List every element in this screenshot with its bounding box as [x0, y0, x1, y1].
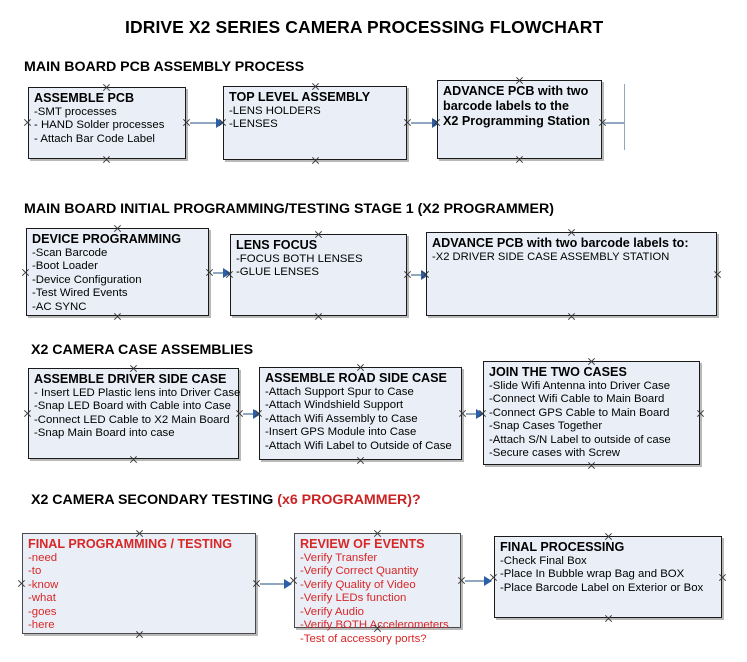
box-title: LENS FOCUS: [236, 238, 318, 252]
arrow-connector: [466, 413, 479, 415]
arrow-head-icon: [216, 118, 224, 128]
arrow-head-icon: [284, 579, 292, 589]
box-title: FINAL PROCESSING: [500, 540, 625, 554]
box-title: ASSEMBLE PCB: [34, 91, 135, 105]
box-line-overflow: -Test of accessory ports?: [300, 633, 427, 646]
box-line: X2 Programming Station: [443, 114, 590, 128]
section-heading-4-text: X2 CAMERA SECONDARY TESTING: [31, 492, 278, 508]
box-line: -need: [28, 551, 58, 564]
box-line: -Snap LED Board with Cable into Case: [34, 400, 231, 413]
box-line: -Verify Quality of Video: [300, 578, 416, 591]
arrow-connector: [260, 583, 287, 585]
box-line: -Attach Wifi Assembly to Case: [265, 412, 418, 425]
box-line: -Place Barcode Label on Exterior or Box: [500, 581, 704, 594]
box-line: -Attach Windshield Support: [265, 399, 404, 412]
process-box-assemble-driver-side-case[interactable]: ASSEMBLE DRIVER SIDE CASE - Insert LED P…: [28, 368, 241, 459]
box-line: -X2 DRIVER SIDE CASE ASSEMBLY STATION: [432, 250, 670, 263]
box-line: -GLUE LENSES: [236, 266, 319, 279]
box-line: -Verify Transfer: [300, 551, 378, 564]
process-box-assemble-road-side-case[interactable]: ASSEMBLE ROAD SIDE CASE -Attach Support …: [259, 367, 462, 460]
process-box-device-programming[interactable]: DEVICE PROGRAMMING -Scan Barcode -Boot L…: [26, 228, 209, 316]
box-line: -Snap Main Board into case: [34, 427, 175, 440]
arrow-connector: [243, 413, 256, 415]
section-heading-4-red-text: (x6 PROGRAMMER)?: [277, 492, 421, 508]
box-line: - Insert LED Plastic lens into Driver Ca…: [34, 386, 241, 399]
box-title: REVIEW OF EVENTS: [300, 537, 425, 551]
arrow-connector: [213, 272, 226, 274]
box-line: -Slide Wifi Antenna into Driver Case: [489, 379, 671, 392]
box-line: -SMT processes: [34, 105, 117, 118]
arrow-head-icon: [223, 268, 231, 278]
arrow-connector: [465, 580, 487, 582]
process-box-advance-pcb-case-assembly[interactable]: ADVANCE PCB with two barcode labels to: …: [426, 232, 717, 316]
box-line: -Verify Audio: [300, 605, 364, 618]
process-box-join-the-two-cases[interactable]: JOIN THE TWO CASES -Slide Wifi Antenna i…: [483, 361, 700, 465]
section-end-tick: [624, 84, 626, 150]
box-line: -Attach S/N Label to outside of case: [489, 433, 671, 446]
box-line: -Place In Bubble wrap Bag and BOX: [500, 568, 685, 581]
box-title: ASSEMBLE ROAD SIDE CASE: [265, 371, 447, 385]
box-line: -to: [28, 565, 42, 578]
section-heading-2-text: MAIN BOARD INITIAL PROGRAMMING/TESTING S…: [24, 201, 554, 217]
box-line: -Verify BOTH Accelerometers: [300, 619, 449, 632]
process-box-lens-focus[interactable]: LENS FOCUS -FOCUS BOTH LENSES -GLUE LENS…: [230, 234, 407, 316]
box-title: JOIN THE TWO CASES: [489, 365, 627, 379]
box-line: -here: [28, 619, 55, 632]
box-line: - Attach Bar Code Label: [34, 132, 155, 145]
arrow-connector: [411, 274, 424, 276]
arrow-connector: [604, 122, 625, 124]
box-line: -Test Wired Events: [32, 287, 128, 300]
section-heading-4: X2 CAMERA SECONDARY TESTING (x6 PROGRAMM…: [31, 492, 421, 508]
box-line: -Connect GPS Cable to Main Board: [489, 406, 670, 419]
section-heading-2: MAIN BOARD INITIAL PROGRAMMING/TESTING S…: [24, 201, 554, 217]
process-box-assemble-pcb[interactable]: ASSEMBLE PCB -SMT processes - HAND Solde…: [28, 87, 186, 159]
box-line: -what: [28, 592, 56, 605]
box-line: -Scan Barcode: [32, 246, 108, 259]
box-line: -AC SYNC: [32, 300, 87, 313]
box-line: -Attach Support Spur to Case: [265, 385, 414, 398]
section-heading-1: MAIN BOARD PCB ASSEMBLY PROCESS: [24, 59, 304, 75]
arrow-head-icon: [476, 409, 484, 419]
box-line: -Device Configuration: [32, 273, 142, 286]
box-line: -Connect LED Cable to X2 Main Board: [34, 413, 230, 426]
arrow-connector: [411, 122, 435, 124]
box-title: ADVANCE PCB with two barcode labels to:: [432, 236, 689, 250]
box-line: barcode labels to the: [443, 98, 569, 113]
box-line: -know: [28, 578, 59, 591]
box-line: -Snap Cases Together: [489, 420, 603, 433]
section-heading-3-text: X2 CAMERA CASE ASSEMBLIES: [31, 342, 254, 358]
process-box-review-of-events[interactable]: REVIEW OF EVENTS -Verify Transfer -Verif…: [294, 533, 461, 645]
box-line: -Check Final Box: [500, 554, 587, 567]
box-line: -goes: [28, 605, 57, 618]
box-line: -Verify LEDs function: [300, 592, 407, 605]
box-title: ADVANCE PCB with two: [443, 84, 589, 98]
arrow-head-icon: [421, 270, 429, 280]
box-title: ASSEMBLE DRIVER SIDE CASE: [34, 372, 227, 386]
section-heading-1-text: MAIN BOARD PCB ASSEMBLY PROCESS: [24, 59, 305, 75]
box-line: - HAND Solder processes: [34, 119, 165, 132]
box-title: TOP LEVEL ASSEMBLY: [229, 90, 371, 104]
box-line: -Verify Correct Quantity: [300, 565, 419, 578]
box-line: -Insert GPS Module into Case: [265, 426, 417, 439]
box-line: -Connect Wifi Cable to Main Board: [489, 393, 665, 406]
box-line: -Secure cases with Screw: [489, 447, 621, 460]
process-box-final-programming-testing[interactable]: FINAL PROGRAMMING / TESTING -need -to -k…: [22, 533, 256, 634]
section-heading-3: X2 CAMERA CASE ASSEMBLIES: [31, 342, 253, 358]
box-title: FINAL PROGRAMMING / TESTING: [28, 537, 233, 551]
box-line: -Attach Wifi Label to Outside of Case: [265, 439, 452, 452]
process-box-top-level-assembly[interactable]: TOP LEVEL ASSEMBLY -LENS HOLDERS -LENSES: [223, 86, 407, 160]
page-title: IDRIVE X2 SERIES CAMERA PROCESSING FLOWC…: [125, 17, 604, 37]
arrow-head-icon: [432, 118, 440, 128]
box-line: -Boot Loader: [32, 260, 98, 273]
box-title: DEVICE PROGRAMMING: [32, 232, 182, 246]
arrow-connector: [190, 122, 218, 124]
box-line: -LENSES: [229, 118, 278, 131]
arrow-head-icon: [484, 576, 492, 586]
box-line: -LENS HOLDERS: [229, 104, 321, 117]
process-box-advance-pcb-programming-station[interactable]: ADVANCE PCB with two barcode labels to t…: [437, 80, 602, 159]
process-box-final-processing[interactable]: FINAL PROCESSING -Check Final Box -Place…: [494, 536, 722, 618]
arrow-head-icon: [253, 409, 261, 419]
box-line: -FOCUS BOTH LENSES: [236, 252, 363, 265]
